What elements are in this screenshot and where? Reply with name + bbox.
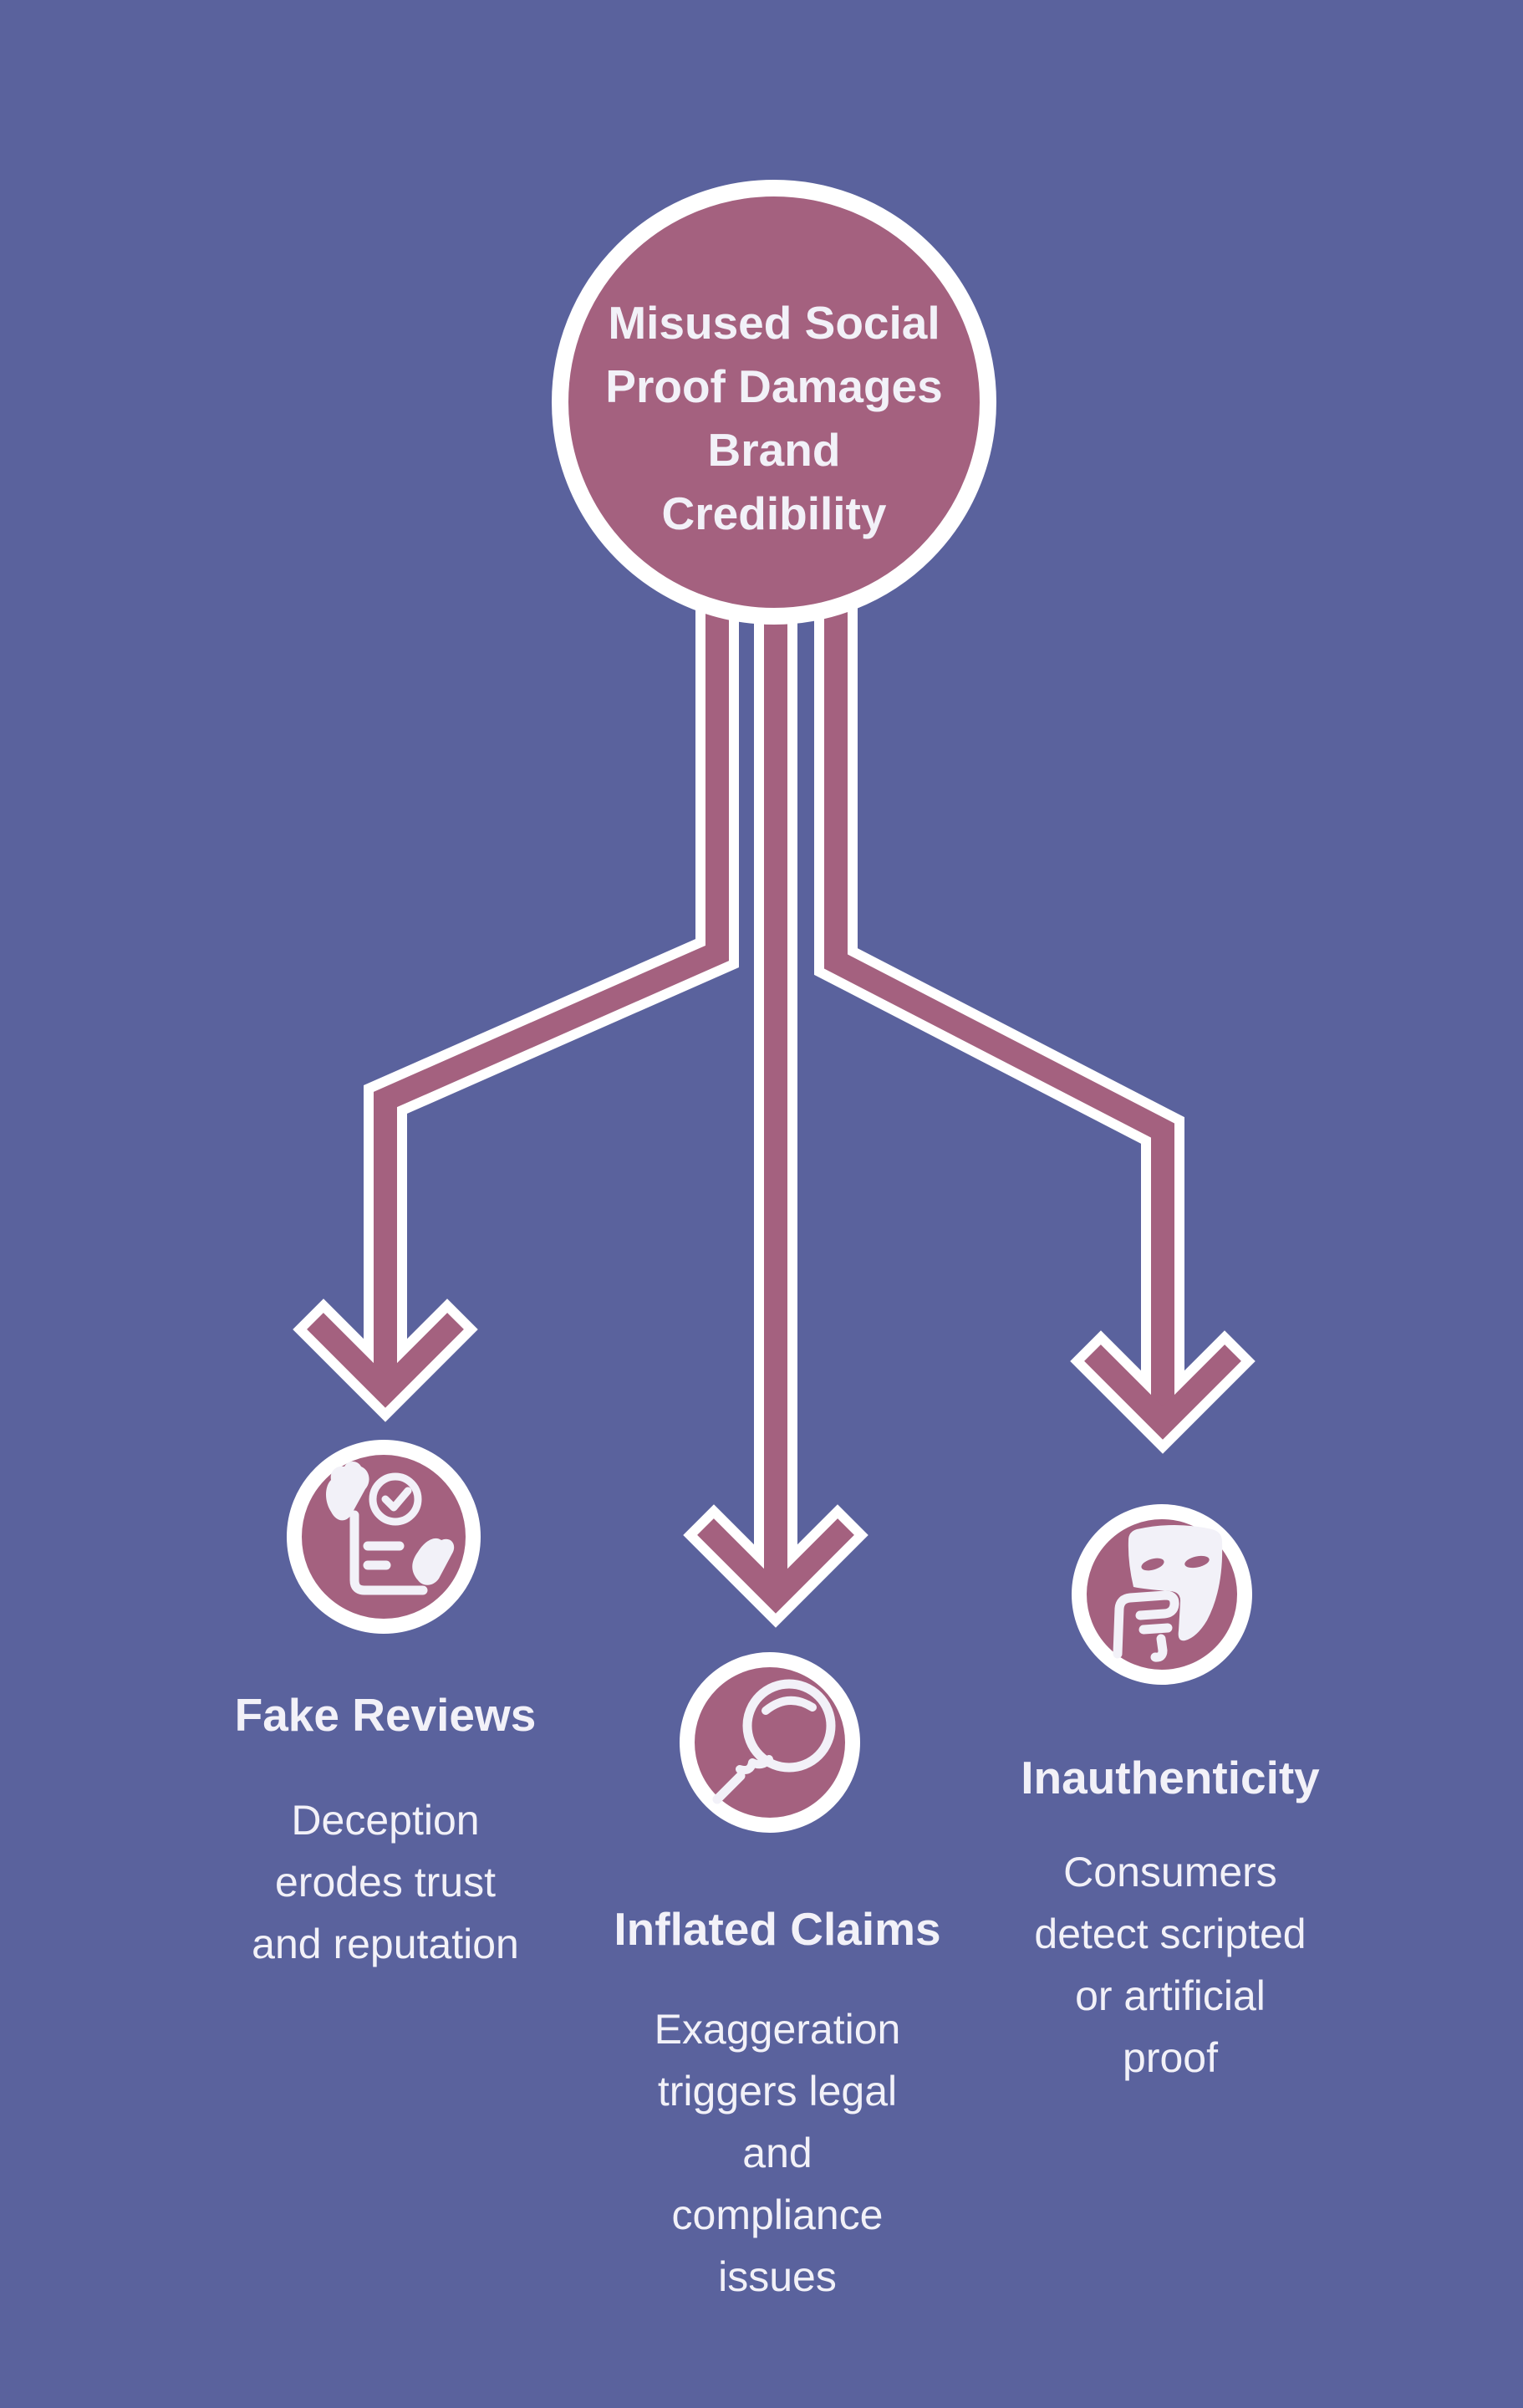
fake-reviews-body-line-1: Deception xyxy=(291,1797,479,1844)
inflated-claims-body-line-2: triggers legal xyxy=(658,2068,897,2115)
inflated-claims-body-line-3: and xyxy=(742,2130,812,2176)
inauthenticity-title: Inauthenticity xyxy=(1021,1752,1320,1803)
fake-reviews-body-line-2: erodes trust xyxy=(275,1859,496,1905)
hub-title-line-1: Misused Social xyxy=(608,297,940,349)
hub-title-line-4: Credibility xyxy=(662,487,887,539)
hub-title-line-3: Brand xyxy=(708,424,841,476)
fake-reviews-icon-badge xyxy=(287,1440,481,1634)
inauthenticity-body-line-2: detect scripted xyxy=(1034,1911,1306,1957)
fake-reviews-body-line-3: and reputation xyxy=(252,1921,519,1967)
arrow-to-inauthenticity xyxy=(814,502,1256,1454)
branch-inauthenticity: Inauthenticity Consumers detect scripted… xyxy=(1021,1504,1320,2081)
inauthenticity-body-line-3: or artificial xyxy=(1075,1972,1266,2019)
hub-title-line-2: Proof Damages xyxy=(605,360,942,412)
inflated-balloon-magnifier-icon xyxy=(712,1679,836,1804)
hub-circle: Misused Social Proof Damages Brand Credi… xyxy=(552,180,996,625)
branch-inflated-claims: Inflated Claims Exaggeration triggers le… xyxy=(614,1652,941,2300)
inauthenticity-body-line-4: proof xyxy=(1123,2034,1218,2081)
arrow-to-inflated-claims xyxy=(683,502,868,1628)
theater-mask-hand-icon xyxy=(1113,1525,1223,1662)
inflated-claims-body-line-1: Exaggeration xyxy=(655,2006,901,2053)
fake-reviews-title: Fake Reviews xyxy=(235,1689,537,1741)
inflated-claims-body-line-5: issues xyxy=(718,2253,837,2300)
inflated-claims-body-line-4: compliance xyxy=(672,2191,884,2238)
fake-review-document-check-icon xyxy=(326,1462,455,1595)
branch-fake-reviews: Fake Reviews Deception erodes trust and … xyxy=(235,1440,537,1967)
arrow-to-fake-reviews xyxy=(293,502,739,1422)
inflated-claims-title: Inflated Claims xyxy=(614,1903,940,1955)
inauthenticity-body-line-1: Consumers xyxy=(1063,1849,1277,1895)
